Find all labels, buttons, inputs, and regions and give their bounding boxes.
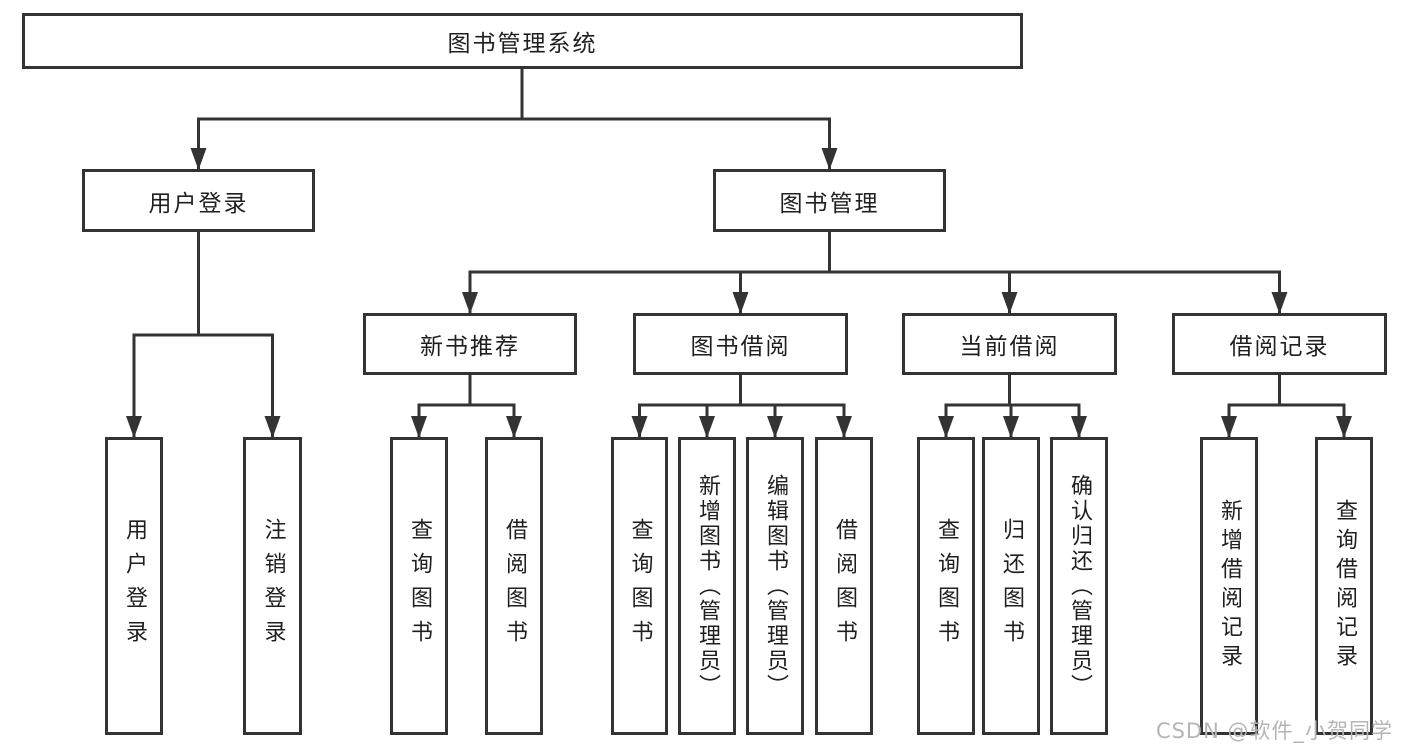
leaf-current-return-books-label: 归还图书 [999, 518, 1024, 654]
leaf-records-query-record: 查询借阅记录 [1315, 437, 1373, 735]
leaf-borrow-borrow-books: 借阅图书 [815, 437, 873, 735]
leaf-records-add-record: 新增借阅记录 [1200, 437, 1258, 735]
leaf-borrow-edit-books-admin-label: 编辑图书（管理员） [763, 473, 788, 699]
node-borrow-records: 借阅记录 [1172, 313, 1387, 375]
leaf-recommend-borrow-books-label: 借阅图书 [502, 518, 527, 654]
node-book-management: 图书管理 [713, 169, 946, 232]
leaf-records-add-record-label: 新增借阅记录 [1217, 499, 1242, 673]
leaf-borrow-edit-books-admin: 编辑图书（管理员） [746, 437, 804, 735]
node-new-book-recommend: 新书推荐 [363, 313, 577, 375]
leaf-current-query-books: 查询图书 [917, 437, 975, 735]
node-user-login: 用户登录 [82, 169, 315, 232]
leaf-logout: 注销登录 [243, 437, 302, 735]
node-root-label: 图书管理系统 [447, 31, 598, 57]
leaf-current-query-books-label: 查询图书 [934, 518, 959, 654]
leaf-borrow-borrow-books-label: 借阅图书 [832, 518, 857, 654]
leaf-borrow-add-books-admin-label: 新增图书（管理员） [695, 473, 720, 699]
leaf-current-confirm-return-admin: 确认归还（管理员） [1050, 437, 1108, 735]
node-book-management-label: 图书管理 [779, 190, 880, 217]
node-root: 图书管理系统 [22, 13, 1023, 69]
node-user-login-label: 用户登录 [148, 190, 249, 217]
node-new-book-recommend-label: 新书推荐 [420, 334, 520, 360]
leaf-current-return-books: 归还图书 [982, 437, 1040, 735]
leaf-borrow-add-books-admin: 新增图书（管理员） [678, 437, 736, 735]
leaf-user-login: 用户登录 [105, 437, 163, 735]
leaf-user-login-label: 用户登录 [122, 518, 147, 654]
leaf-current-confirm-return-admin-label: 确认归还（管理员） [1067, 473, 1092, 699]
leaf-records-query-record-label: 查询借阅记录 [1332, 499, 1357, 673]
leaf-borrow-query-books-label: 查询图书 [627, 518, 653, 654]
leaf-logout-label: 注销登录 [260, 518, 286, 654]
node-current-borrow: 当前借阅 [902, 313, 1117, 375]
leaf-recommend-query-books: 查询图书 [390, 437, 448, 735]
leaf-borrow-query-books: 查询图书 [611, 437, 668, 735]
leaf-recommend-query-books-label: 查询图书 [407, 518, 432, 654]
node-current-borrow-label: 当前借阅 [959, 334, 1060, 360]
node-borrow-records-label: 借阅记录 [1229, 334, 1330, 360]
watermark: CSDN @软件_小贺同学 [1155, 719, 1393, 743]
node-book-borrow-label: 图书借阅 [690, 334, 791, 360]
leaf-recommend-borrow-books: 借阅图书 [485, 437, 543, 735]
node-book-borrow: 图书借阅 [633, 313, 848, 375]
